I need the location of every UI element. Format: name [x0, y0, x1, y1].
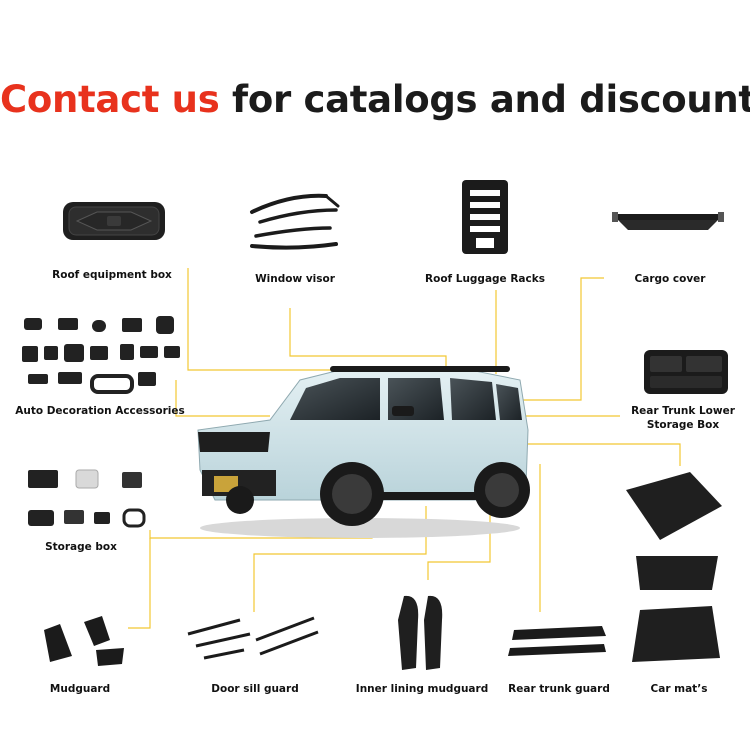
label-auto-decoration-accessories: Auto Decoration Accessories — [15, 405, 185, 417]
label-roof-luggage-racks: Roof Luggage Racks — [425, 273, 545, 285]
storage-tray-icon — [644, 350, 728, 394]
visor-icon — [250, 193, 340, 250]
label-inner-lining-mudguard: Inner lining mudguard — [355, 683, 489, 695]
sill-guard-icon — [187, 616, 319, 660]
label-cargo-cover: Cargo cover — [634, 273, 706, 285]
label-rear-trunk-lower-storage-box-1: Rear Trunk Lower — [631, 405, 735, 417]
mudguard-icon — [44, 616, 124, 666]
suv-icon — [197, 366, 530, 538]
cargo-cover-icon — [612, 212, 724, 230]
trim-parts-icon — [22, 316, 180, 394]
label-storage-box: Storage box — [45, 541, 117, 553]
liner-icon — [398, 595, 443, 670]
floor-mat-icon — [626, 472, 722, 662]
headline: Contact us for catalogs and discounts — [0, 78, 750, 121]
label-door-sill-guard: Door sill guard — [211, 683, 299, 695]
roof-box-icon — [63, 202, 165, 240]
headline-highlight: Contact us — [0, 78, 220, 121]
label-mudguard: Mudguard — [49, 683, 111, 695]
label-roof-equipment-box: Roof equipment box — [52, 269, 172, 281]
label-window-visor: Window visor — [255, 273, 335, 285]
label-rear-trunk-guard: Rear trunk guard — [508, 683, 610, 695]
roof-rack-icon — [462, 180, 508, 254]
trunk-guard-icon — [508, 626, 606, 656]
label-rear-trunk-lower-storage-box-2: Storage Box — [646, 419, 720, 431]
headline-rest: for catalogs and discounts — [232, 78, 750, 121]
label-car-mats: Car mat’s — [650, 683, 708, 695]
storage-box-icon — [28, 469, 146, 528]
